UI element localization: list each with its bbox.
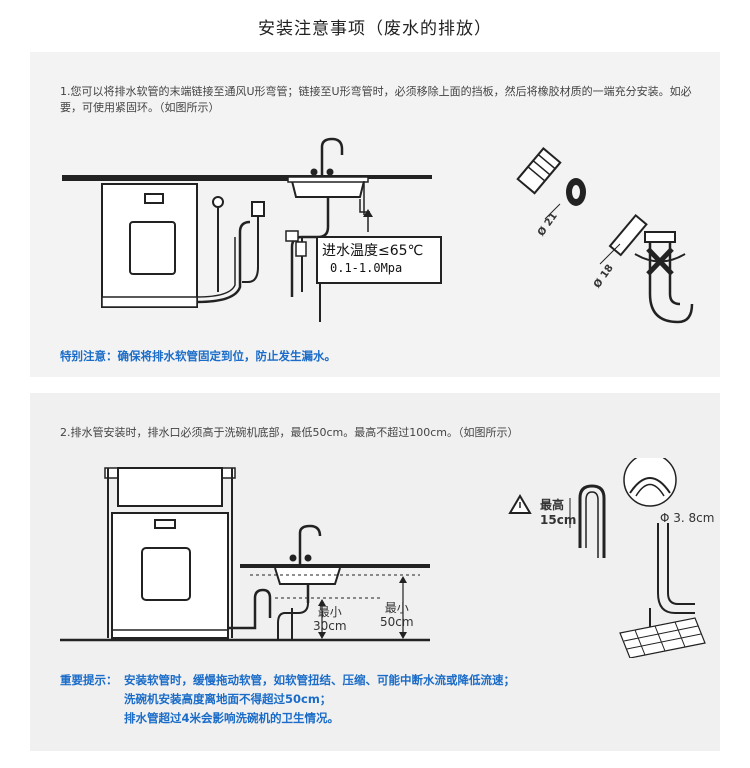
section-2-text: 2.排水管安装时，排水口必须高于洗碗机底部，最低50cm。最高不超过100cm。… bbox=[60, 426, 519, 439]
page-title: 安装注意事项（废水的排放） bbox=[258, 19, 492, 39]
pipe-diameter-label: Φ 3. 8cm bbox=[660, 511, 715, 525]
water-inlet-callout: 进水温度≤65℃ 0.1-1.0Mpa bbox=[316, 236, 442, 284]
min-30cm-value: 30cm bbox=[313, 619, 347, 633]
section-1-note: 特别注意：确保将排水软管固定到位，防止发生漏水。 bbox=[60, 349, 336, 363]
drain-height-diagram bbox=[60, 467, 430, 642]
note-line-1: 安装软管时，缓慢拖动软管，如软管扭结、压缩、可能中断水流或降低流速； bbox=[124, 673, 515, 687]
u-trap-connection-diagram bbox=[516, 147, 694, 324]
drain-pipe-max-height-diagram bbox=[508, 458, 706, 658]
note-line-3: 排水管超过4米会影响洗碗机的卫生情况。 bbox=[124, 711, 339, 725]
max-height-value: 15cm bbox=[540, 513, 577, 527]
min-50cm-value: 50cm bbox=[380, 615, 414, 629]
max-height-dimension: 最高 15cm bbox=[540, 498, 576, 528]
section-1-text: 1.您可以将排水软管的末端链接至通风U形弯管；链接至U形弯管时，必须移除上面的挡… bbox=[60, 85, 692, 114]
min-50cm-label: 最小 bbox=[384, 601, 409, 615]
inlet-temperature-text: 进水温度≤65℃ bbox=[322, 243, 424, 259]
inlet-pressure-text: 0.1-1.0Mpa bbox=[330, 261, 403, 275]
drain-hose-diagram bbox=[62, 137, 432, 322]
min-50cm-dimension: 最小 50cm bbox=[380, 601, 414, 629]
min-30cm-dimension: 最小 30cm bbox=[313, 605, 347, 633]
section-2-note: 重要提示：安装软管时，缓慢拖动软管，如软管扭结、压缩、可能中断水流或降低流速； … bbox=[60, 671, 515, 728]
important-label: 重要提示： bbox=[60, 673, 118, 687]
max-height-label: 最高 bbox=[540, 498, 565, 512]
section-1-panel: 1.您可以将排水软管的末端链接至通风U形弯管；链接至U形弯管时，必须移除上面的挡… bbox=[30, 52, 720, 377]
section-2-panel: 2.排水管安装时，排水口必须高于洗碗机底部，最低50cm。最高不超过100cm。… bbox=[30, 393, 720, 751]
min-30cm-label: 最小 bbox=[317, 605, 342, 619]
note-line-2: 洗碗机安装高度离地面不得超过50cm； bbox=[124, 692, 332, 706]
